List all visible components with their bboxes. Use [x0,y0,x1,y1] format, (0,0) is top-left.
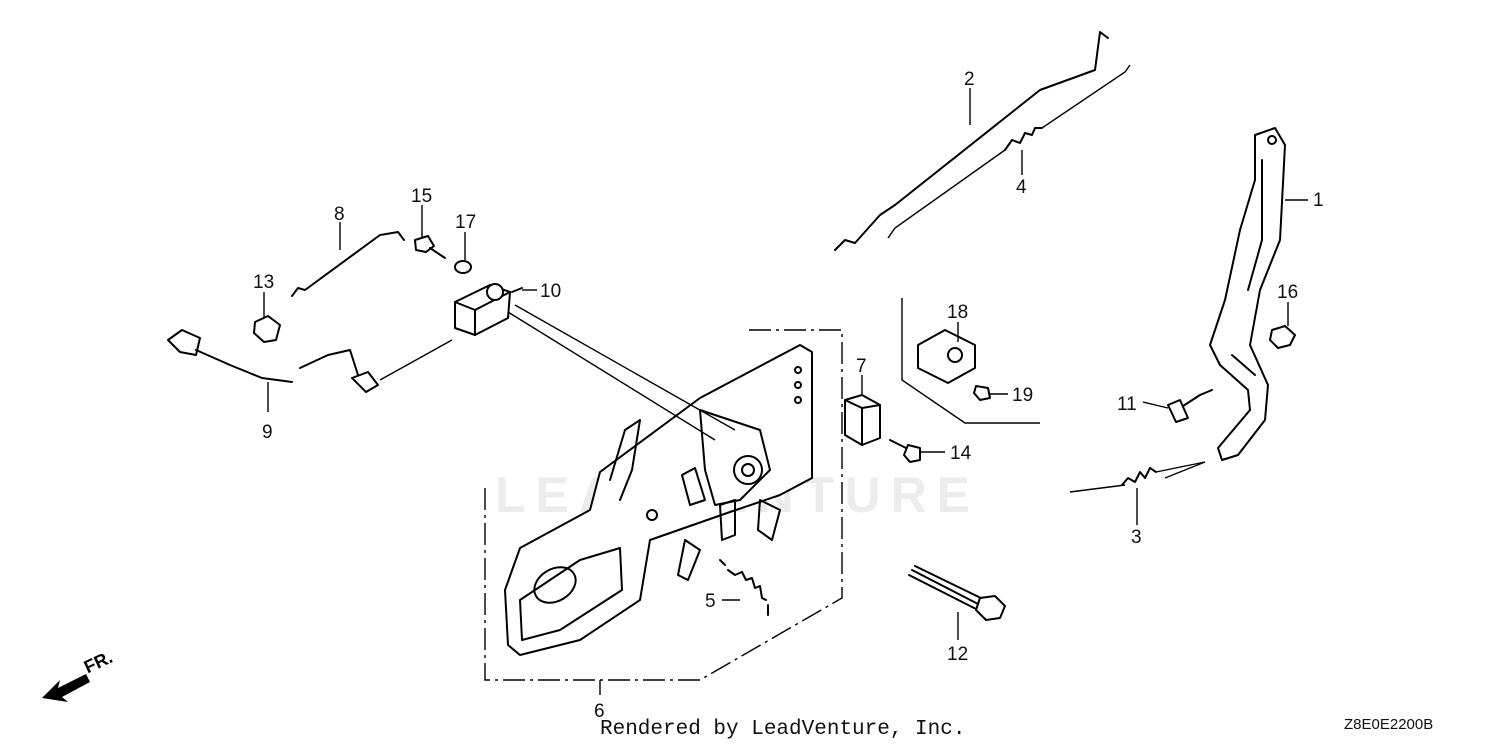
leader-line [514,304,736,431]
callout-3: 3 [1131,527,1142,548]
callout-leaders [263,88,1308,640]
callout-13: 13 [253,272,274,293]
callout-4: 4 [1016,177,1027,198]
bolt-15-part [414,235,446,259]
spring-5-part [719,559,769,616]
callout-15: 15 [411,186,432,207]
callout-12: 12 [947,644,968,665]
callout-10: 10 [540,281,561,302]
bolt-12-part [908,565,1006,621]
lever-arm-1-part [1209,127,1286,461]
front-direction-arrow-icon [42,674,90,702]
callout-18: 18 [947,302,968,323]
callout-9: 9 [262,422,273,443]
spring-rod-4-part [887,64,1131,239]
bracket-18-part [917,329,976,384]
callout-14: 14 [950,443,972,464]
callout-2: 2 [964,69,975,90]
callout-6: 6 [594,701,605,722]
leader-line [507,311,716,441]
nut-16-part [1269,325,1296,349]
assembly-outline [484,329,843,681]
diagram-code: Z8E0E2200B [1344,716,1434,733]
spring-3-part [1069,461,1206,493]
block-7-part [844,394,881,446]
rod-8-part [291,231,405,297]
callout-17: 17 [455,212,476,233]
credit-text: Rendered by LeadVenture, Inc. [600,718,966,741]
rod-2-part [834,31,1109,251]
screw-19-part [973,385,991,401]
clip-13-part [253,315,281,343]
callout-8: 8 [334,204,345,225]
callout-1: 1 [1313,190,1324,211]
washer-17-part [454,260,472,274]
callout-5: 5 [705,591,716,612]
switch-10-part [454,283,523,336]
callout-16: 16 [1277,282,1298,303]
callout-7: 7 [856,356,867,377]
callout-11: 11 [1117,394,1137,415]
callout-19: 19 [1012,385,1033,406]
wire-harness-9-part [167,329,453,393]
bracket-outline [901,298,1040,424]
governor-plate-part [504,344,813,656]
screw-14-part [889,439,921,463]
screw-11-part [1167,389,1213,423]
